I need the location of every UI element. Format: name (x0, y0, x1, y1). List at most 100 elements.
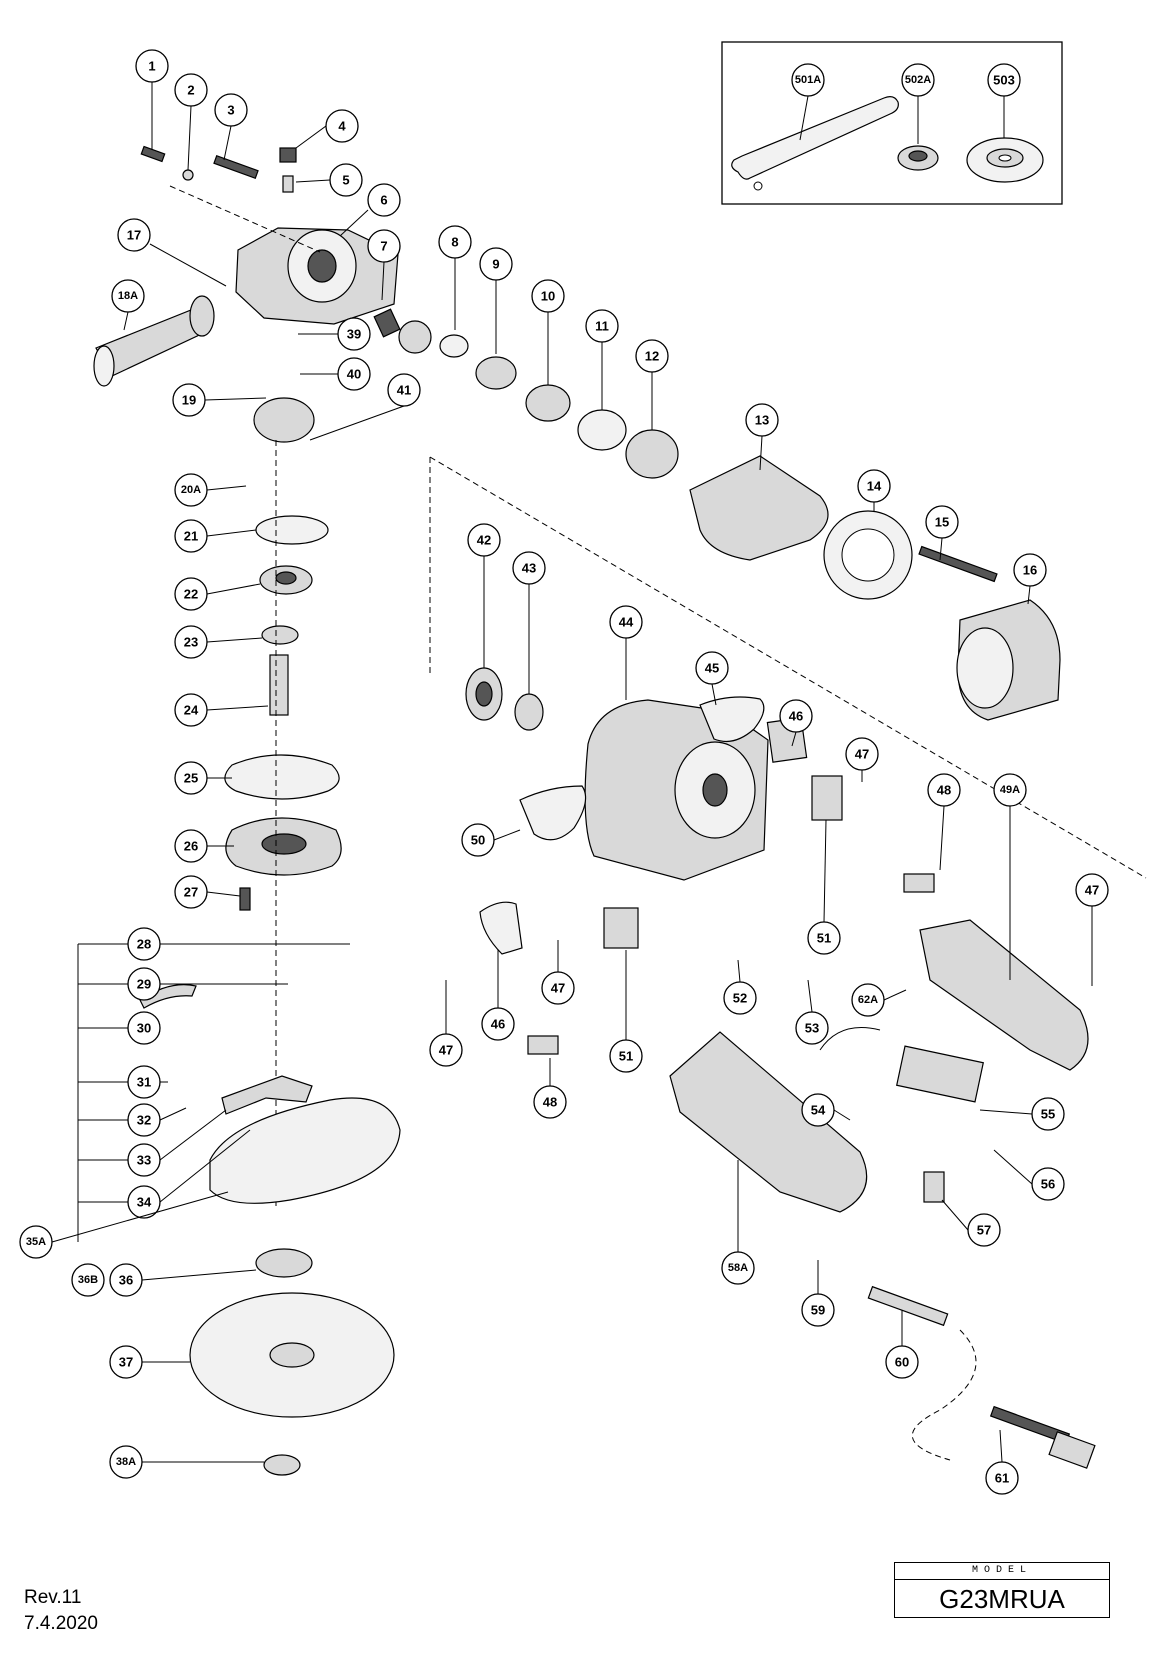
callout-62a: 62A (851, 983, 907, 1017)
svg-text:4: 4 (338, 119, 346, 134)
small-screws-top (140, 145, 297, 193)
svg-text:17: 17 (127, 228, 141, 243)
side-handle-18a (93, 295, 215, 387)
callout-19: 19 (172, 383, 267, 417)
callout-47-a: 47 (845, 737, 879, 782)
svg-text:37: 37 (119, 1355, 133, 1370)
svg-text:46: 46 (789, 709, 803, 724)
model-box: MODEL G23MRUA (894, 1562, 1110, 1618)
callout-15: 15 (925, 505, 959, 561)
callout-52: 52 (723, 959, 757, 1015)
svg-text:502A: 502A (905, 74, 931, 86)
svg-text:53: 53 (805, 1021, 819, 1036)
svg-text:21: 21 (184, 529, 198, 544)
callout-44: 44 (609, 605, 643, 700)
svg-text:22: 22 (184, 587, 198, 602)
callout-24: 24 (174, 693, 269, 727)
callout-18a: 18A (111, 279, 145, 331)
callout-35a: 35A (19, 1191, 229, 1259)
callout-12: 12 (635, 339, 669, 430)
callout-46-bottom: 46 (481, 950, 515, 1041)
svg-text:10: 10 (541, 289, 555, 304)
callout-17: 17 (117, 218, 227, 287)
svg-text:51: 51 (619, 1049, 633, 1064)
callout-501a: 501A (791, 63, 825, 141)
callout-8: 8 (438, 225, 472, 330)
model-caption: MODEL (895, 1563, 1109, 1580)
callout-31: 31 (127, 1065, 168, 1099)
stator-16 (956, 599, 1061, 721)
svg-text:36: 36 (119, 1273, 133, 1288)
revision-label: Rev.11 (24, 1587, 82, 1608)
svg-text:19: 19 (182, 393, 196, 408)
bearings-42-43 (465, 667, 544, 731)
svg-text:1: 1 (148, 59, 155, 74)
svg-text:39: 39 (347, 327, 361, 342)
revision-date: 7.4.2020 (24, 1613, 98, 1634)
callout-26: 26 (174, 829, 234, 863)
spindle-stack (224, 397, 342, 1210)
handle-cover-58a (669, 1031, 868, 1213)
svg-text:61: 61 (995, 1471, 1009, 1486)
callout-46-top: 46 (779, 699, 813, 747)
svg-text:12: 12 (645, 349, 659, 364)
callout-29: 29 (127, 967, 288, 1001)
nut-38a (263, 1454, 301, 1476)
svg-text:2: 2 (187, 83, 194, 98)
svg-text:15: 15 (935, 515, 949, 530)
callout-59: 59 (801, 1260, 835, 1327)
callout-56: 56 (993, 1149, 1065, 1201)
callout-36b: 36B (71, 1263, 105, 1297)
flange-nut-502a (897, 145, 939, 171)
svg-text:34: 34 (137, 1195, 152, 1210)
svg-text:48: 48 (543, 1095, 557, 1110)
wheel-guard-35a (139, 984, 401, 1204)
callout-40: 40 (300, 357, 371, 391)
callout-58a: 58A (721, 1160, 755, 1285)
svg-text:43: 43 (522, 561, 536, 576)
svg-text:20A: 20A (181, 484, 201, 496)
svg-text:25: 25 (184, 771, 198, 786)
carbon-brush-48-left (527, 1035, 559, 1055)
svg-text:47: 47 (439, 1043, 453, 1058)
callout-502a: 502A (901, 63, 935, 144)
svg-text:8: 8 (451, 235, 458, 250)
svg-text:31: 31 (137, 1075, 151, 1090)
callout-16: 16 (1013, 553, 1047, 605)
svg-text:9: 9 (492, 257, 499, 272)
svg-text:45: 45 (705, 661, 719, 676)
callout-51-a: 51 (807, 819, 841, 955)
callout-55: 55 (979, 1097, 1065, 1131)
brush-holders (479, 717, 843, 955)
carbon-brush-48-right (903, 873, 935, 893)
callout-47-c: 47 (541, 940, 575, 1005)
svg-text:54: 54 (811, 1103, 826, 1118)
callout-27: 27 (174, 875, 241, 909)
switch-55 (819, 1027, 984, 1103)
callout-47-b: 47 (1075, 873, 1109, 986)
callout-7: 7 (367, 229, 401, 301)
svg-text:40: 40 (347, 367, 361, 382)
model-name: G23MRUA (939, 1584, 1065, 1614)
callout-2: 2 (174, 73, 208, 171)
callout-34: 34 (127, 1129, 251, 1219)
svg-text:47: 47 (551, 981, 565, 996)
callout-3: 3 (214, 93, 248, 161)
plate-45 (699, 696, 765, 742)
svg-text:7: 7 (380, 239, 387, 254)
svg-text:27: 27 (184, 885, 198, 900)
svg-text:58A: 58A (728, 1262, 748, 1274)
callout-21: 21 (174, 519, 257, 553)
callout-37: 37 (109, 1345, 190, 1379)
svg-text:32: 32 (137, 1113, 151, 1128)
svg-text:56: 56 (1041, 1177, 1055, 1192)
callout-42: 42 (467, 523, 501, 668)
svg-text:50: 50 (471, 833, 485, 848)
accessory-box (721, 41, 1063, 205)
svg-text:18A: 18A (118, 290, 138, 302)
svg-text:503: 503 (993, 73, 1015, 88)
svg-text:48: 48 (937, 783, 951, 798)
handle-cover-49a (919, 919, 1089, 1071)
svg-text:26: 26 (184, 839, 198, 854)
svg-text:11: 11 (595, 319, 609, 334)
